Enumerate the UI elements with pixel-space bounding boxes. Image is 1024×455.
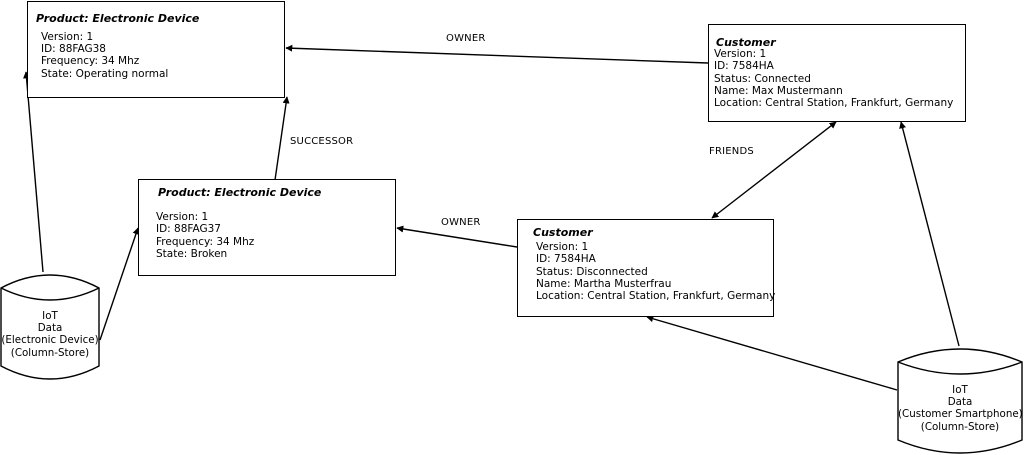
smartphone-store-line-2: Data (947, 396, 973, 409)
customer-node-top-id: ID: 7584HA (714, 60, 774, 72)
device-store-line-2: Data (37, 322, 63, 335)
product-node-top: Product: Electronic Device Version: 1 ID… (27, 1, 285, 98)
edge-device-store-to-top (23, 71, 44, 273)
product-node-mid-title: Product: Electronic Device (158, 186, 322, 199)
smartphone-store-line-3: (Customer Smartphone) (898, 408, 1023, 421)
smartphone-store-line-1: IoT (952, 384, 968, 396)
product-node-top-state: State: Operating normal (41, 68, 169, 80)
edge-label-friends: FRIENDS (709, 146, 754, 157)
device-store-line-1: IoT (42, 310, 58, 322)
edge-label-owner-mid: OWNER (441, 217, 481, 228)
customer-node-top-location: Location: Central Station, Frankfurt, Ge… (714, 97, 954, 109)
customer-node-mid-name: Name: Martha Musterfrau (536, 278, 672, 290)
customer-node-mid-status: Status: Disconnected (536, 266, 648, 278)
smartphone-data-store (897, 348, 1023, 454)
customer-node-top: Customer Version: 1 ID: 7584HA Status: C… (708, 24, 966, 122)
device-store-label: IoT Data (Electronic Device) (Column-Sto… (0, 310, 100, 359)
product-node-mid: Product: Electronic Device Version: 1 ID… (138, 179, 396, 276)
product-node-mid-id: ID: 88FAG37 (156, 223, 221, 235)
customer-node-mid-title: Customer (533, 226, 593, 239)
customer-node-mid-version: Version: 1 (536, 241, 589, 253)
customer-node-top-title: Customer (716, 36, 776, 49)
device-data-store (0, 274, 100, 380)
customer-node-top-version: Version: 1 (714, 48, 767, 60)
edge-owner-top (285, 44, 709, 64)
product-node-mid-state: State: Broken (156, 248, 228, 260)
device-store-line-4: (Column-Store) (10, 346, 90, 359)
customer-node-mid-id: ID: 7584HA (536, 253, 596, 265)
edge-phone-store-to-top (899, 121, 960, 347)
product-node-mid-version: Version: 1 (156, 211, 209, 223)
customer-node-top-name: Name: Max Mustermann (714, 85, 843, 97)
edge-label-successor: SUCCESSOR (290, 136, 354, 147)
edge-phone-store-to-mid (646, 315, 898, 391)
product-node-top-id: ID: 88FAG38 (41, 43, 106, 55)
smartphone-store-label: IoT Data (Customer Smartphone) (Column-S… (898, 384, 1023, 433)
customer-node-top-status: Status: Connected (714, 73, 811, 85)
edge-successor (274, 96, 290, 181)
edge-label-owner-top: OWNER (446, 33, 486, 44)
smartphone-store-line-4: (Column-Store) (920, 420, 1000, 433)
edge-device-store-to-mid (99, 227, 140, 341)
edge-friends (711, 121, 837, 219)
customer-node-mid: Customer Version: 1 ID: 7584HA Status: D… (517, 219, 776, 317)
product-node-top-frequency: Frequency: 34 Mhz (41, 55, 140, 67)
edge-owner-mid (396, 225, 518, 248)
product-node-top-title: Product: Electronic Device (36, 12, 200, 25)
device-store-line-3: (Electronic Device) (1, 334, 99, 347)
product-node-top-version: Version: 1 (41, 31, 94, 43)
customer-node-mid-location: Location: Central Station, Frankfurt, Ge… (536, 290, 776, 302)
product-node-mid-frequency: Frequency: 34 Mhz (156, 236, 255, 248)
